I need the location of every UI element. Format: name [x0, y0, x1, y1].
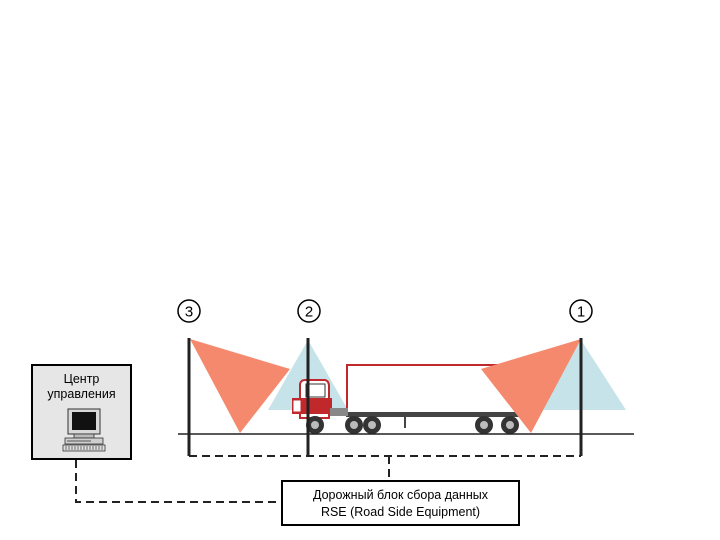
control-center-label: Центр управления	[33, 372, 130, 402]
truck-wheels	[306, 416, 519, 434]
sensor-badge-1: 1	[569, 299, 593, 323]
sensor-number-2: 2	[305, 304, 313, 321]
sensor-badge-3: 3	[177, 299, 201, 323]
control-center-line2: управления	[47, 387, 116, 401]
rse-unit-line2: RSE (Road Side Equipment)	[320, 505, 481, 519]
orange-beam-1	[481, 339, 581, 433]
orange-beam-3	[190, 339, 290, 433]
computer-icon	[62, 408, 106, 452]
blue-beam-1	[531, 340, 626, 410]
sensor-number-3: 3	[185, 304, 193, 321]
rse-unit-line1: Дорожный блок сбора данных	[313, 488, 488, 502]
rse-unit-box: Дорожный блок сбора данных RSE (Road Sid…	[281, 480, 520, 526]
trailer-chassis	[346, 412, 530, 417]
control-center-box: Центр управления	[31, 364, 132, 460]
center-to-rse-line	[75, 460, 281, 503]
sensor-number-1: 1	[577, 304, 585, 321]
cab-window	[305, 383, 326, 398]
control-center-line1: Центр	[63, 372, 100, 386]
sensor-badge-2: 2	[297, 299, 321, 323]
